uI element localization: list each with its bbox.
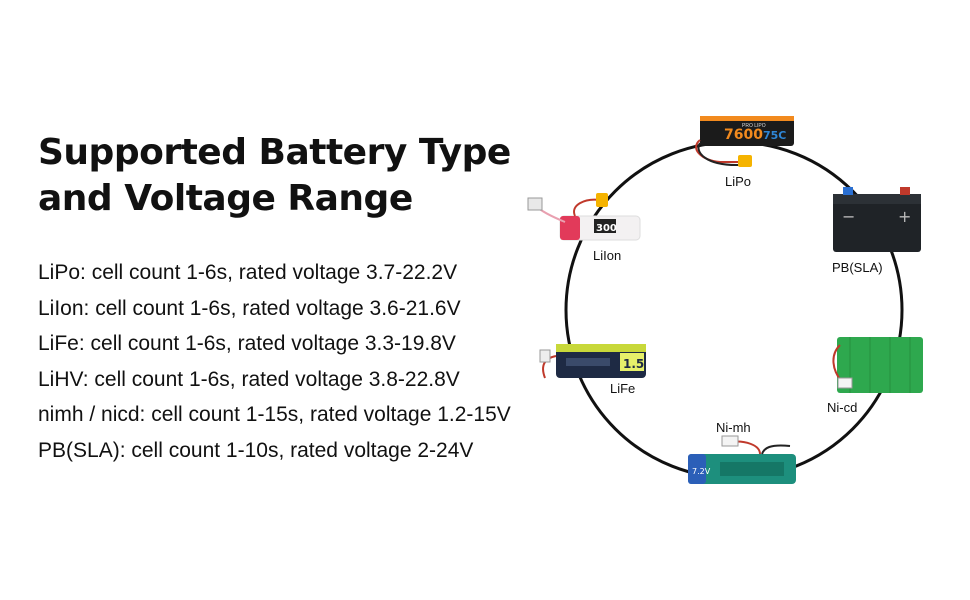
nicd-battery-image <box>832 337 923 393</box>
spec-liion: LiIon: cell count 1-6s, rated voltage 3.… <box>38 296 461 320</box>
spec-lihv: LiHV: cell count 1-6s, rated voltage 3.8… <box>38 367 460 391</box>
life-battery-image: 1.5 <box>539 344 646 379</box>
pbsla-plus: + <box>898 207 911 226</box>
label-nicd: Ni-cd <box>827 400 857 415</box>
lipo-brand: PRO LIPO <box>742 123 766 129</box>
liion-battery-image: 300 <box>527 193 641 241</box>
label-nimh: Ni-mh <box>716 420 751 435</box>
label-lipo: LiPo <box>725 174 751 189</box>
liion-print: 300 <box>596 223 617 234</box>
lipo-print: 7600 <box>724 127 763 143</box>
spec-lipo: LiPo: cell count 1-6s, rated voltage 3.7… <box>38 261 458 284</box>
pbsla-minus: − <box>842 207 855 226</box>
headline-line-1: Supported Battery Type <box>38 132 511 173</box>
life-print: 1.5 <box>623 357 644 371</box>
spec-pbsla: PB(SLA): cell count 1-10s, rated voltage… <box>38 438 474 462</box>
lipo-print-2: 75C <box>763 129 786 142</box>
headline-line-2: and Voltage Range <box>38 178 413 219</box>
spec-list: LiPo: cell count 1-6s, rated voltage 3.7… <box>38 255 511 468</box>
lipo-battery-image: 7600 75C PRO LIPO <box>695 116 794 167</box>
spec-nimh-nicd: nimh / nicd: cell count 1-15s, rated vol… <box>38 403 511 426</box>
label-pbsla: PB(SLA) <box>832 260 883 275</box>
nimh-print: 7.2V <box>692 467 711 476</box>
pbsla-battery-image: − + <box>833 187 921 252</box>
label-life: LiFe <box>610 381 635 396</box>
nimh-battery-image: 7.2V <box>688 435 796 484</box>
headline: Supported Battery Type and Voltage Range <box>38 130 518 222</box>
label-liion: LiIon <box>593 248 621 263</box>
spec-life: LiFe: cell count 1-6s, rated voltage 3.3… <box>38 332 456 355</box>
